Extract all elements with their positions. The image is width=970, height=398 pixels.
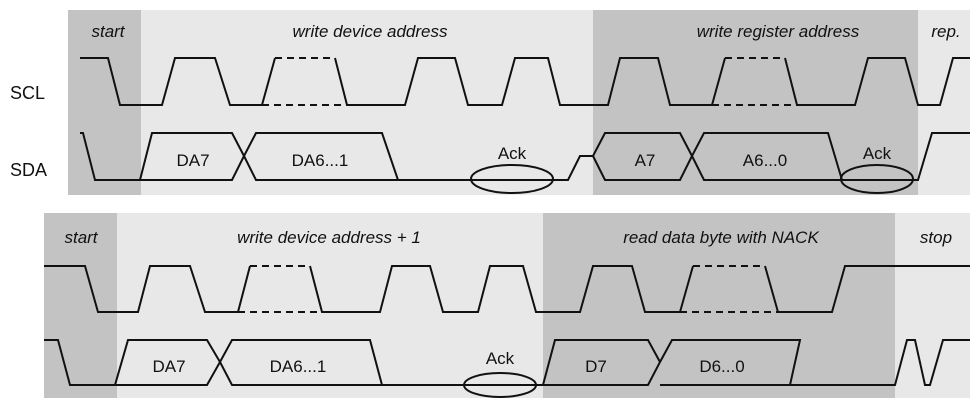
row1-band-start [68,10,141,195]
sda-label: SDA [10,160,47,180]
row2-sda-waveform [44,339,970,386]
row1-bit-ack-2: Ack [863,144,892,163]
row1-bit-da7: DA7 [176,151,209,170]
row1-bit-da6-1: DA6...1 [292,151,349,170]
row1-scl-waveform [80,57,970,106]
scl-label: SCL [10,83,45,103]
row2-band-stop [895,213,970,398]
row2-phase-write-device-address-plus-1-label: write device address + 1 [237,228,421,247]
row2-bit-d7: D7 [585,357,607,376]
row1-bit-a7: A7 [635,151,656,170]
row2-sda-da6-bottom [219,361,382,386]
row2-band-read-data-byte [543,213,895,398]
row2-phase-read-data-byte-label: read data byte with NACK [623,228,819,247]
row1-bit-a6-0: A6...0 [743,151,787,170]
row2-bit-d6-0: D6...0 [699,357,744,376]
row1-ack-1-ellipse [470,164,554,194]
row1-band-repeated-start [918,10,970,195]
row2-phase-start-label: start [64,228,98,247]
row1-bit-ack-1: Ack [498,144,527,163]
row2-ack-ellipse [463,372,537,398]
row1-sda-waveform [80,132,970,181]
row1-sda-a6-bottom [691,155,842,181]
row1-band-write-register-address [593,10,918,195]
row1-phase-repeated-start-label: rep. [931,22,960,41]
row1-ack-2-ellipse [840,164,914,194]
row2-bit-ack: Ack [486,349,515,368]
row2-band-start [44,213,117,398]
row1-phase-write-device-address-label: write device address [293,22,448,41]
row2-bit-da7: DA7 [152,357,185,376]
row2-scl-waveform [44,265,970,313]
row1-sda-da6-bottom [243,155,398,181]
row2-phase-stop-label: stop [920,228,952,247]
row2-band-write-device-address-plus-1 [117,213,543,398]
row1-phase-start-label: start [91,22,125,41]
row2-bit-da6-1: DA6...1 [270,357,327,376]
row1-phase-write-register-address-label: write register address [697,22,860,41]
